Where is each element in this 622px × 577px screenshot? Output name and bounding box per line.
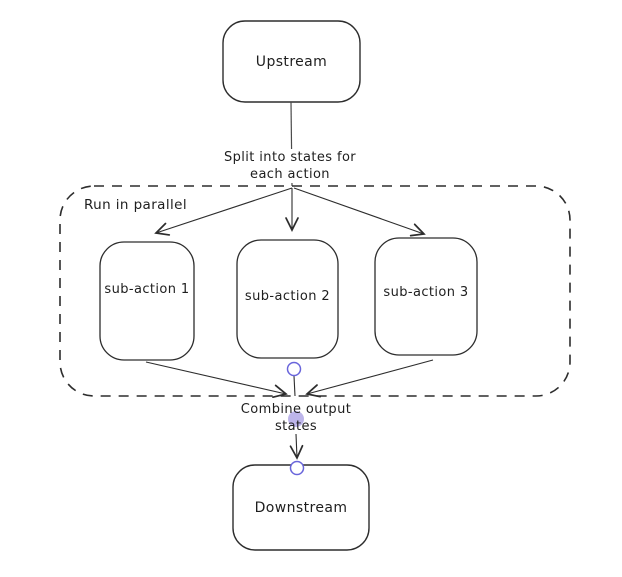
node-sub-action-2-box[interactable] <box>236 239 339 359</box>
edge-split-to-sub1[interactable] <box>154 187 293 236</box>
edge-label-combine: Combine output states <box>196 401 396 435</box>
node-sub-action-2-label: sub-action 2 <box>244 288 331 304</box>
edge-label-combine-line2: states <box>274 419 318 434</box>
connection-handle-downstream[interactable] <box>289 460 305 476</box>
edge-label-combine-line1: Combine output <box>240 402 352 417</box>
connection-handle-sub2[interactable] <box>286 361 302 377</box>
edge-combine-to-downstream[interactable] <box>289 433 304 460</box>
node-sub-action-3-box[interactable] <box>374 237 478 356</box>
parallel-container-box[interactable] <box>59 185 571 397</box>
node-sub-action-1-label: sub-action 1 <box>104 281 190 297</box>
node-downstream-label: Downstream <box>254 499 348 516</box>
edge-label-split-line2: each action <box>250 167 330 182</box>
edge-midpoint-dot[interactable] <box>288 411 304 427</box>
edge-sub1-to-combine[interactable] <box>145 361 288 399</box>
edge-label-split: Split into states for each action <box>190 149 390 183</box>
edge-sub2-to-combine[interactable] <box>293 375 296 397</box>
node-upstream-label: Upstream <box>255 53 328 70</box>
node-sub-action-1-box[interactable] <box>99 241 195 361</box>
edge-sub3-to-combine[interactable] <box>305 359 434 398</box>
node-sub-action-3-label: sub-action 3 <box>383 285 469 300</box>
edge-label-split-line1: Split into states for <box>223 150 357 165</box>
edge-split-to-sub3[interactable] <box>293 187 426 237</box>
parallel-container-label: Run in parallel <box>84 197 187 213</box>
